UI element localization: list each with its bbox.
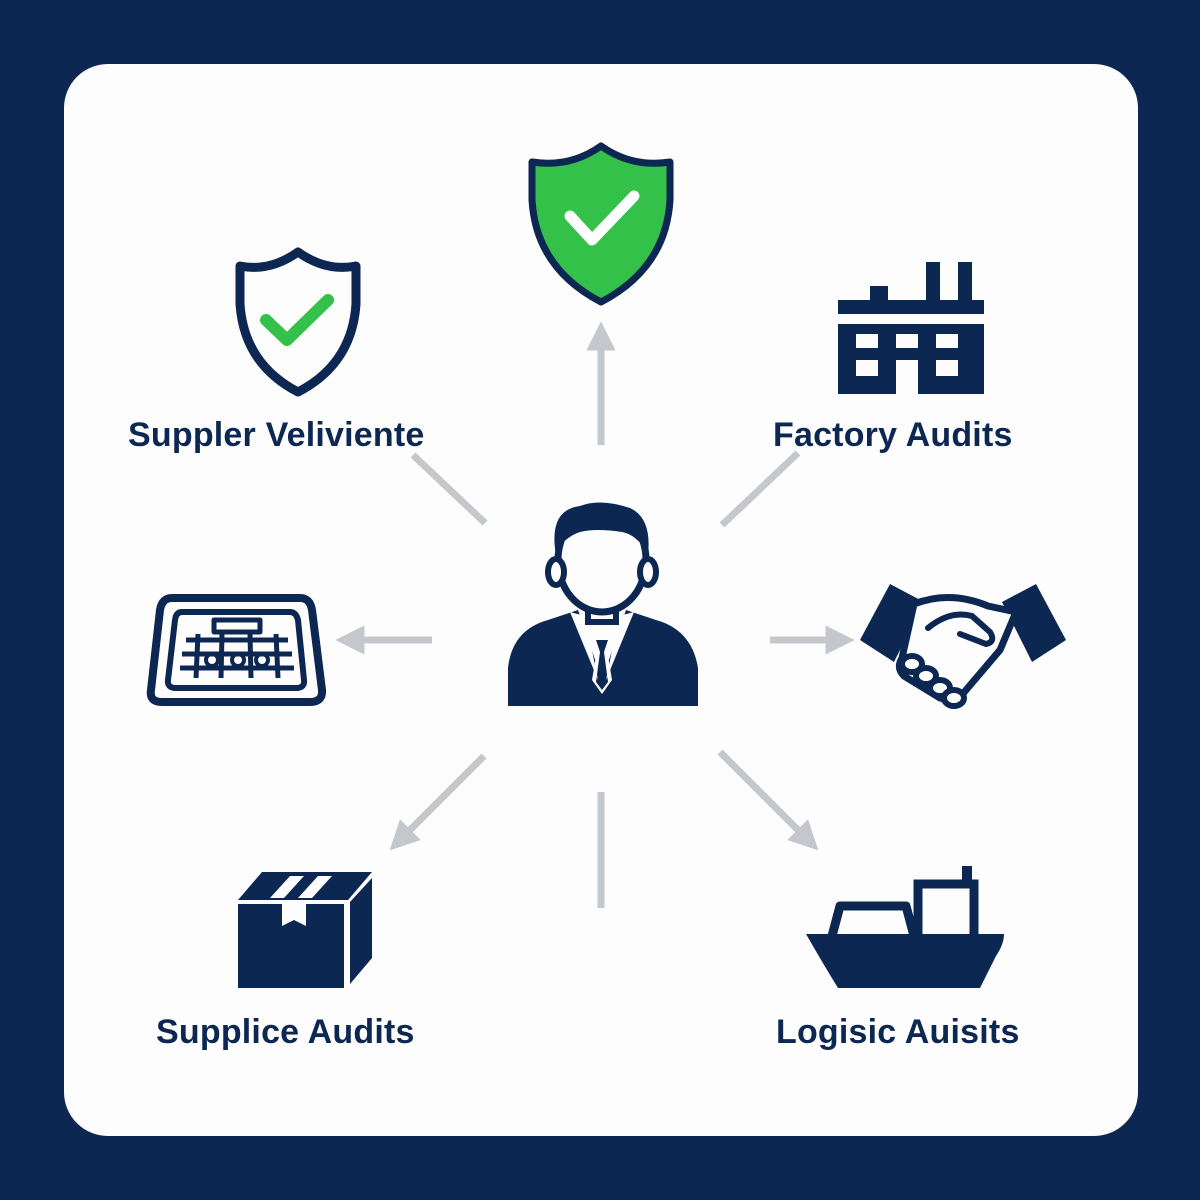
businessman-icon [508,502,698,706]
handshake-icon [860,584,1066,709]
arrow-to-bottom-left [389,753,487,851]
label-top-left: Suppler Veliviente [128,416,425,454]
factory-icon [838,262,984,394]
dashboard-panel-icon [146,594,327,706]
connector-top-right [719,450,801,528]
label-bottom-left: Supplice Audits [156,1013,415,1051]
green-shield-check-icon [528,142,674,306]
label-top-right: Factory Audits [773,416,1013,454]
shield-check-icon [235,247,361,397]
arrow-to-bottom-right [717,749,819,851]
ship-icon [806,866,1004,988]
label-bottom-right: Logisic Auisits [776,1013,1020,1051]
box-icon [238,872,372,988]
connector-top-left [410,452,488,526]
